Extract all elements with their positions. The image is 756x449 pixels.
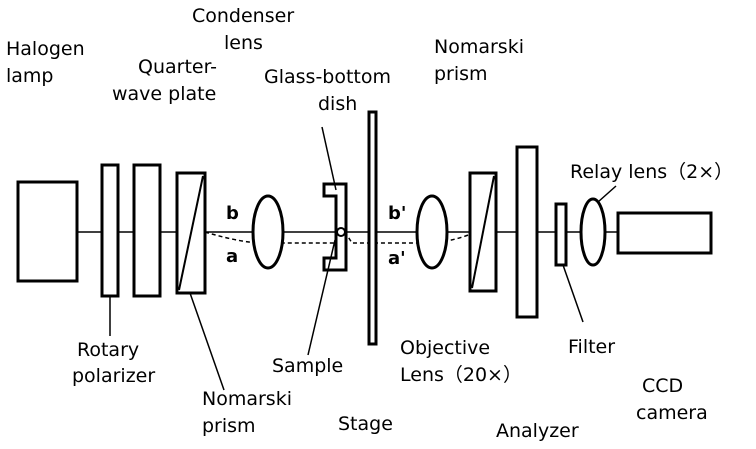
label-ccd-camera: CCD camera [636,375,708,424]
label-rotary-polarizer: Rotary polarizer [72,339,155,387]
ray-label-b-prime: b' [388,203,406,224]
analyzer [515,145,539,319]
glass-bottom-dish-leader [321,126,337,191]
label-nomarski-prism-bottom: Nomarski prism [202,388,298,437]
label-sample: Sample [272,355,343,377]
nomarski-prism-leader [189,292,225,391]
label-stage: Stage [338,413,393,435]
nomarski-prism-left-diagonal [178,175,204,291]
sample [336,227,346,237]
label-objective-lens: Objective Lens（20×） [400,337,522,386]
nomarski-prism-right-diagonal [471,175,495,289]
objective-lens [415,194,449,270]
label-glass-bottom-dish: Glass-bottom dish [264,66,397,115]
label-filter: Filter [568,336,615,358]
rotary-polarizer [100,163,120,298]
ray-label-a-prime: a' [388,248,406,269]
stage [367,110,378,346]
label-relay-lens: Relay lens（2×） [570,161,733,183]
glass-bottom-dish [322,182,348,272]
ray-label-a: a [226,246,238,267]
quarter-wave-plate [132,163,162,298]
label-nomarski-prism-top: Nomarski prism [434,36,530,85]
condenser-lens [251,194,285,270]
sample-leader [307,239,336,356]
label-quarter-wave-plate: Quarter- wave plate [112,56,223,105]
relay-lens [579,197,607,267]
ray-a-prime-path [344,231,477,244]
halogen-lamp [16,180,79,283]
label-halogen-lamp: Halogen lamp [6,38,91,87]
filter [554,202,568,267]
label-analyzer: Analyzer [496,420,579,442]
relay-lens-leader [597,185,617,203]
ccd-camera [616,211,713,255]
label-condenser-lens: Condenser lens [192,5,300,54]
filter-leader [562,264,584,323]
ray-label-b: b [226,203,239,224]
